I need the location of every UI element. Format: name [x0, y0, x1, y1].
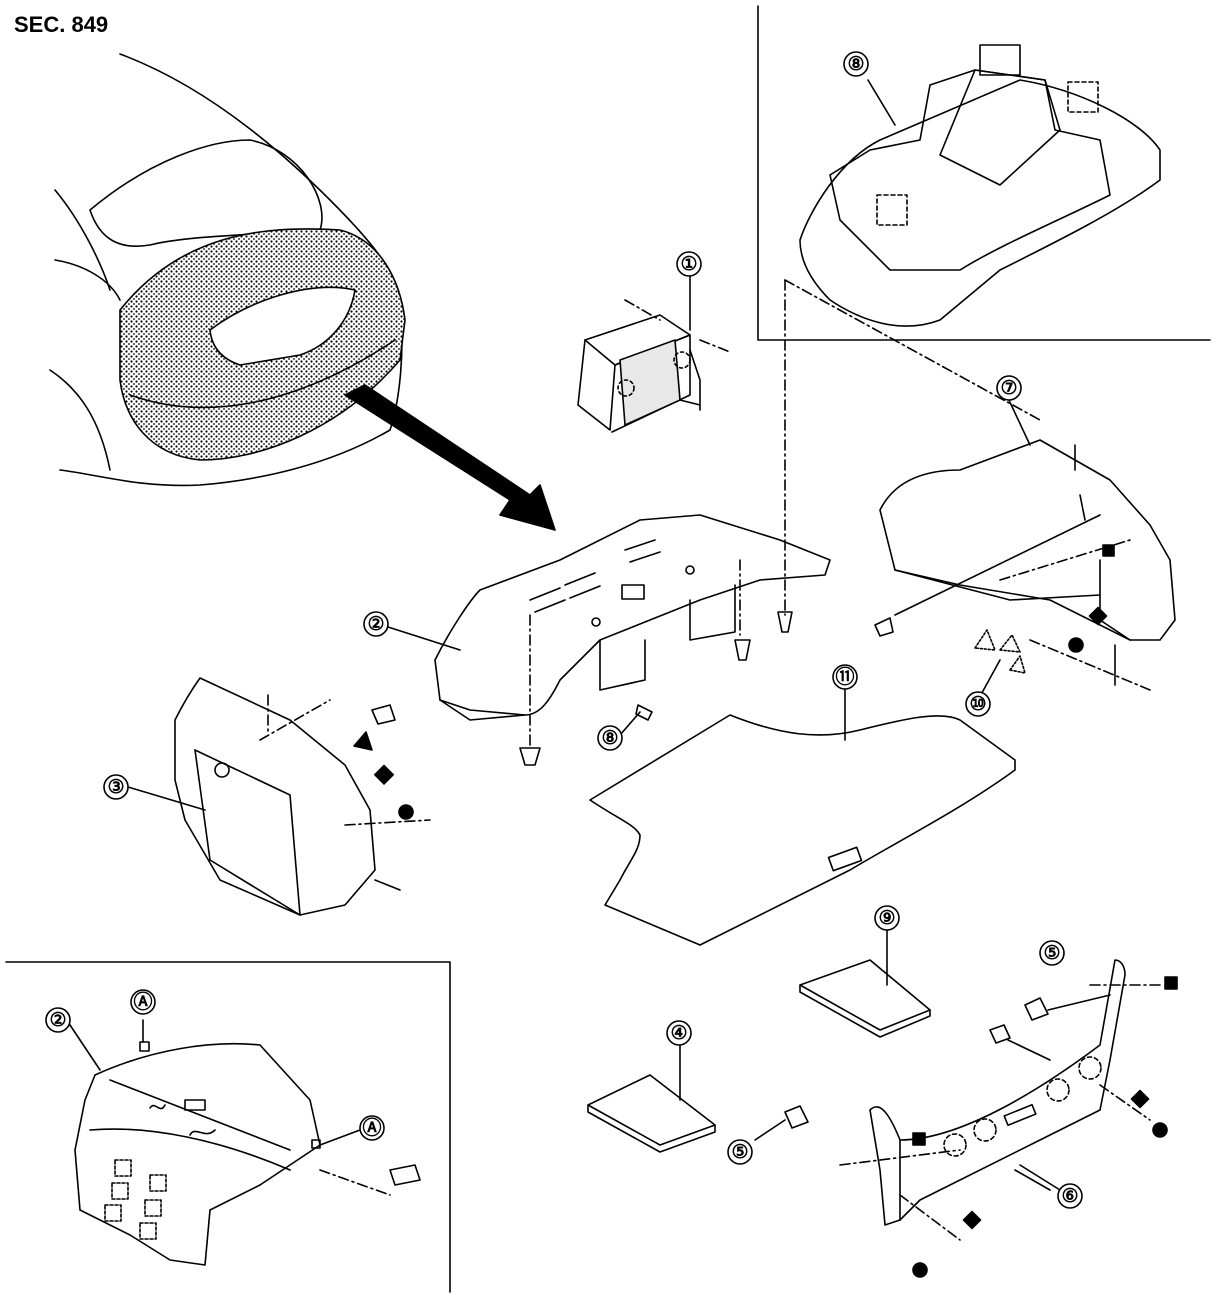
- callout-5a: ⑤: [1043, 943, 1060, 964]
- callout-4: ④: [670, 1023, 687, 1044]
- mark-diamond-right: [1088, 606, 1108, 626]
- clip-fasteners: [371, 611, 793, 766]
- mark-diamond-rear2: [962, 1210, 982, 1230]
- callout-5b-circle: [727, 1139, 753, 1165]
- leader-7: [1007, 397, 1031, 446]
- callout-2-circle: [363, 611, 389, 637]
- mark-circle-rear: [1152, 1122, 1168, 1138]
- callout-2: ②: [367, 614, 384, 635]
- part-6-rear-finisher: [839, 959, 1161, 1241]
- callout-8b: ⑧: [847, 54, 864, 75]
- dotted-triangle-marks: [974, 629, 1026, 674]
- callout-6: ⑥: [1061, 1186, 1078, 1207]
- part-7-side-trim-right: [879, 439, 1176, 691]
- part-3-side-trim-left: [174, 677, 431, 916]
- trunk-mat-tab: [827, 846, 863, 872]
- detail-box-bracket-frame: [5, 961, 451, 1293]
- callout-9: ⑨: [878, 908, 895, 929]
- vehicle-rear-overview: [49, 53, 406, 487]
- leader-8a: [619, 711, 641, 736]
- mark-square-rear2: [912, 1132, 926, 1146]
- callout-8a: ⑧: [601, 728, 618, 749]
- callout-9-circle: [874, 905, 900, 931]
- callout-11-circle: [832, 664, 858, 690]
- mark-circle-rear2: [912, 1262, 928, 1278]
- callout-A2: Ⓐ: [362, 1116, 381, 1139]
- callout-7-circle: [996, 375, 1022, 401]
- part-2-detail-bracket: [74, 1019, 421, 1266]
- mark-triangle: [353, 731, 373, 751]
- callout-3: ③: [107, 777, 124, 798]
- mark-diamond-rear: [1130, 1089, 1150, 1109]
- callout-5a-circle: [1039, 940, 1065, 966]
- callout-markers: [45, 51, 1083, 1209]
- callout-A1-circle: [130, 989, 156, 1015]
- mark-square-right: [1102, 544, 1115, 557]
- callout-10-circle: [965, 691, 991, 717]
- callout-8a-circle: [597, 725, 623, 751]
- callout-A1: Ⓐ: [133, 990, 152, 1013]
- callout-1-circle: [676, 251, 702, 277]
- section-title: SEC. 849: [14, 12, 109, 37]
- part-4-pad: [587, 1044, 716, 1153]
- callout-2b-circle: [45, 1007, 71, 1033]
- part-5-clip-mid: [989, 1024, 1011, 1044]
- part-1-bracket: [577, 267, 731, 433]
- direction-arrow: [344, 384, 556, 531]
- part-2-trunk-finisher: [434, 279, 1041, 746]
- part-5-clip-lower: [784, 1105, 809, 1129]
- callout-11: ⑪: [835, 665, 854, 688]
- part-8-clip-detail: [799, 44, 1161, 327]
- mark-circle: [398, 804, 414, 820]
- callout-2b: ②: [49, 1010, 66, 1031]
- callout-7: ⑦: [1000, 378, 1017, 399]
- callout-3-circle: [103, 774, 129, 800]
- callout-8b-circle: [843, 51, 869, 77]
- callout-4-circle: [666, 1020, 692, 1046]
- part-5-clip-upper: [1024, 997, 1049, 1021]
- leader-2b: [67, 1021, 101, 1071]
- leader-3: [127, 786, 206, 811]
- mark-circle-right: [1068, 637, 1084, 653]
- detail-box-clip-frame: [757, 5, 1211, 341]
- callout-5b: ⑤: [731, 1142, 748, 1163]
- mark-square-rear: [1164, 976, 1178, 990]
- mark-diamond: [374, 764, 394, 785]
- callout-6-circle: [1057, 1183, 1083, 1209]
- leader-2: [387, 626, 461, 651]
- callout-A2-circle: [359, 1115, 385, 1141]
- callout-10: ⑩: [969, 694, 986, 715]
- part-9-pad: [799, 929, 931, 1038]
- callout-1: ①: [680, 254, 697, 275]
- part-11-trunk-mat: [589, 714, 1016, 946]
